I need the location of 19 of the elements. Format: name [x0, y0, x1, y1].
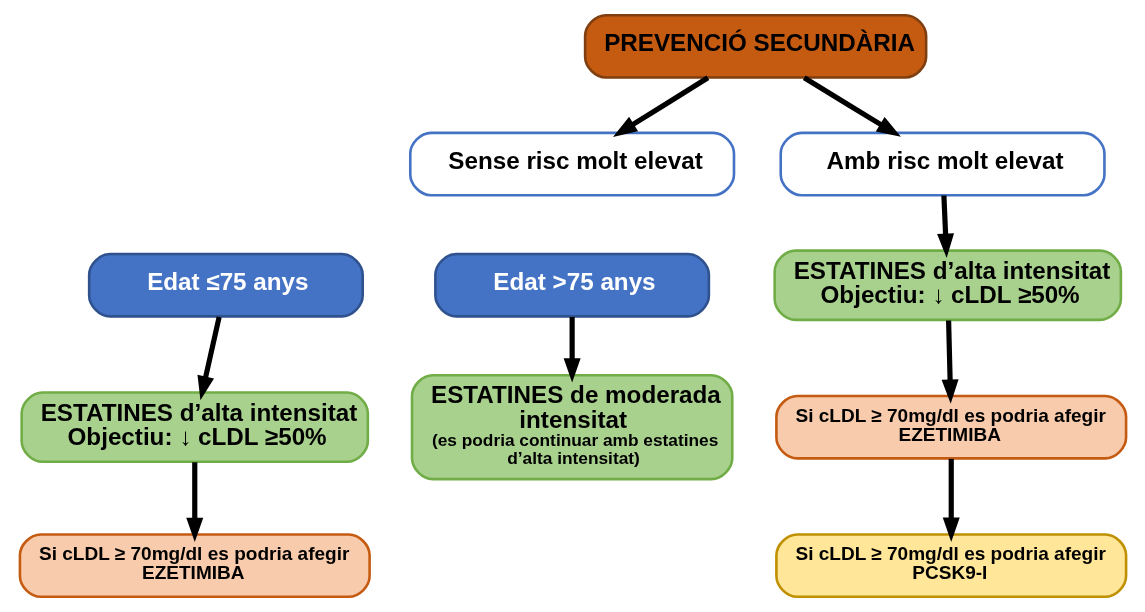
- node-box: Si cLDL ≥ 70mg/dl es podria afegir EZETIMIBA: [18, 533, 371, 599]
- node-box: Si cLDL ≥ 70mg/dl es podria afegir EZETIMIBA: [774, 394, 1127, 460]
- arrow: [941, 320, 959, 404]
- node-box: Si cLDL ≥ 70mg/dl es podria afegir PCSK9-I: [774, 533, 1127, 599]
- node-box: PREVENCIÓ SECUNDÀRIA: [583, 13, 927, 79]
- node-box: Sense risc molt elevat: [408, 131, 735, 197]
- node-box: Edat >75 anys: [433, 252, 710, 318]
- arrow: [563, 317, 581, 383]
- node-box: Amb risc molt elevat: [778, 131, 1106, 197]
- node-box: ESTATINES d’alta intensitat Objectiu: ↓ cLDL ≥50%: [772, 249, 1122, 322]
- arrow: [612, 75, 709, 137]
- arrow: [196, 316, 222, 401]
- node-box: ESTATINES de moderada intensitat (es podria continuar amb estatines d’alta intensitat): [410, 373, 734, 481]
- arrow: [936, 195, 954, 258]
- node-box: Edat ≤75 anys: [87, 252, 364, 318]
- arrow: [802, 75, 901, 137]
- arrow: [185, 462, 203, 542]
- node-box: ESTATINES d’alta intensitat Objectiu: ↓ cLDL ≥50%: [19, 391, 369, 464]
- arrow: [942, 458, 960, 542]
